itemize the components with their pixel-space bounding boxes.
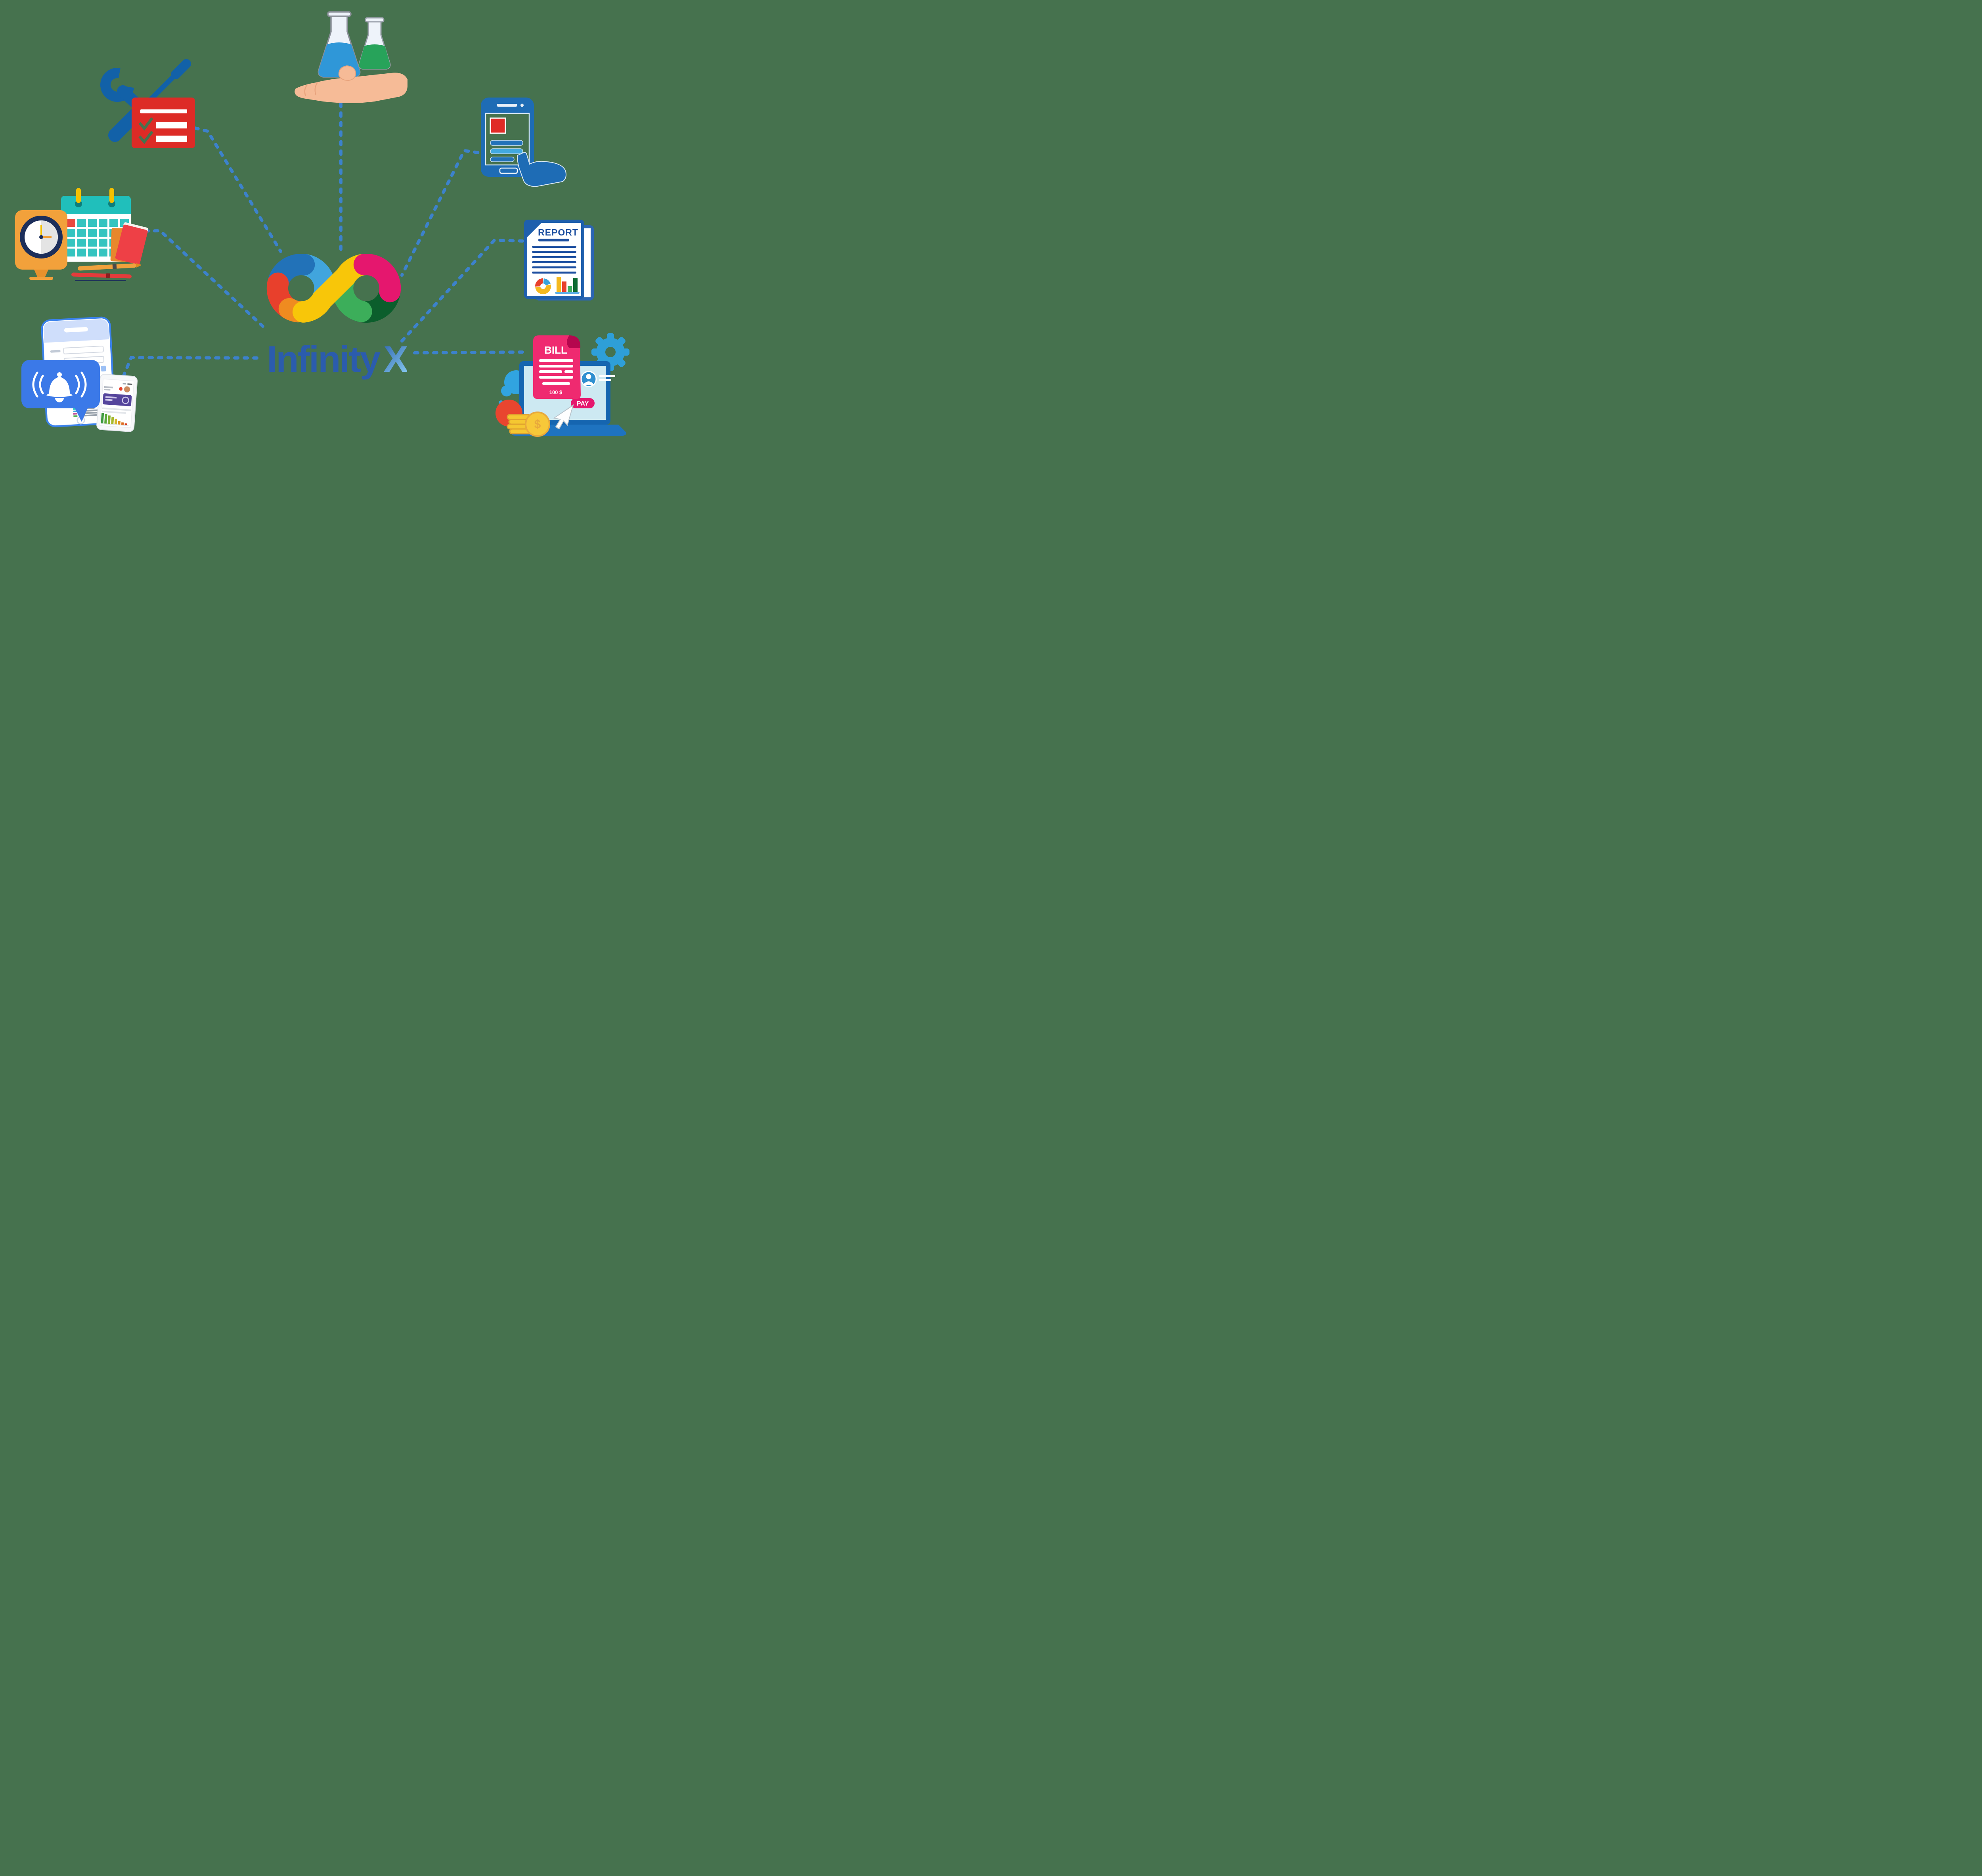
connector-tools-to-logo <box>193 126 282 253</box>
bar <box>557 277 561 292</box>
bar <box>107 415 111 424</box>
checklist-row-bar <box>156 122 187 128</box>
cursor-icon <box>553 404 574 430</box>
gear-icon <box>591 333 629 371</box>
checklist-icon <box>132 98 195 148</box>
calendar-cell <box>88 249 97 257</box>
alert-bubble <box>21 360 100 422</box>
avatar <box>124 386 131 393</box>
flask-blue-icon <box>318 11 361 78</box>
bar <box>114 419 117 425</box>
calendar-cell <box>67 239 75 247</box>
svg-text:$: $ <box>534 418 541 431</box>
app-tile <box>490 117 506 134</box>
logo-title-main: Infinity <box>267 338 381 380</box>
connector-logo-to-report <box>400 238 526 343</box>
dashboard-tablet <box>96 374 138 432</box>
connector-notifications-to-logo <box>118 356 258 387</box>
bar <box>111 417 114 424</box>
pens-icon <box>71 263 142 281</box>
clock-minute-hand <box>41 236 52 238</box>
calendar-cell <box>99 229 107 237</box>
logo-title-accent: X <box>379 338 408 380</box>
open-hand <box>295 65 407 103</box>
calendar-cell <box>99 239 107 247</box>
bar <box>101 413 104 424</box>
report-icon: REPORT <box>524 220 594 301</box>
bar <box>121 422 124 425</box>
donut-slice <box>535 278 551 294</box>
checkmark-icon <box>138 130 153 144</box>
calendar-cell <box>77 239 86 247</box>
calendar-cell <box>67 219 75 227</box>
calendar-grid <box>67 219 129 257</box>
connector-logo-to-billing <box>413 350 529 354</box>
logo-segment-pink <box>353 253 401 302</box>
infinity-x-feature-diagram: REPORT <box>0 0 632 469</box>
report-text-lines <box>532 246 576 274</box>
calendar-cell <box>99 219 107 227</box>
stat-card <box>103 393 132 406</box>
billing-icon: PAY BILL 100 $ $ <box>495 333 629 437</box>
pay-button-label: PAY <box>577 400 589 407</box>
bar <box>562 281 566 292</box>
coins-icon: $ <box>507 412 550 437</box>
alert-dot <box>119 387 123 391</box>
checklist-title-bar <box>140 109 187 113</box>
bill-amount: 100 $ <box>549 389 562 395</box>
report-bar-chart <box>557 277 578 292</box>
bar <box>124 423 127 425</box>
checkmark-icon <box>138 117 153 131</box>
bar <box>118 421 121 425</box>
mobile-app-icon <box>481 98 566 187</box>
tablet-bar-chart <box>101 413 127 425</box>
bill-receipt: BILL 100 $ <box>533 335 581 399</box>
calendar-cell <box>109 219 118 227</box>
connector-mobile-to-logo <box>400 149 489 277</box>
calendar-cell <box>67 249 75 257</box>
bill-lines <box>539 359 573 385</box>
calendar-cell <box>77 219 86 227</box>
schedule-icon <box>15 188 149 281</box>
flask-green-icon <box>358 17 391 70</box>
lab-flasks-icon <box>295 11 407 103</box>
checklist-row-bar <box>156 136 187 142</box>
desk-clock-icon <box>15 210 67 280</box>
bar <box>104 414 107 424</box>
notifications-icon <box>21 316 138 432</box>
bar <box>573 278 578 292</box>
calendar-cell <box>99 249 107 257</box>
calendar-cell <box>88 219 97 227</box>
bell-icon <box>32 371 87 402</box>
calendar-cell <box>77 249 86 257</box>
report-front-page: REPORT <box>524 220 584 299</box>
clock-hour-hand <box>40 225 42 238</box>
calendar-cell <box>88 229 97 237</box>
bar <box>568 286 572 292</box>
report-title: REPORT <box>538 227 578 237</box>
calendar-cell <box>67 229 75 237</box>
home-slot <box>499 167 518 174</box>
pay-button <box>571 398 595 408</box>
calendar-cell <box>88 239 97 247</box>
calendar-cell <box>77 229 86 237</box>
pointing-hand-icon <box>517 152 566 187</box>
books-icon <box>110 222 149 265</box>
infinity-logo <box>266 253 401 323</box>
bill-title: BILL <box>544 344 567 356</box>
